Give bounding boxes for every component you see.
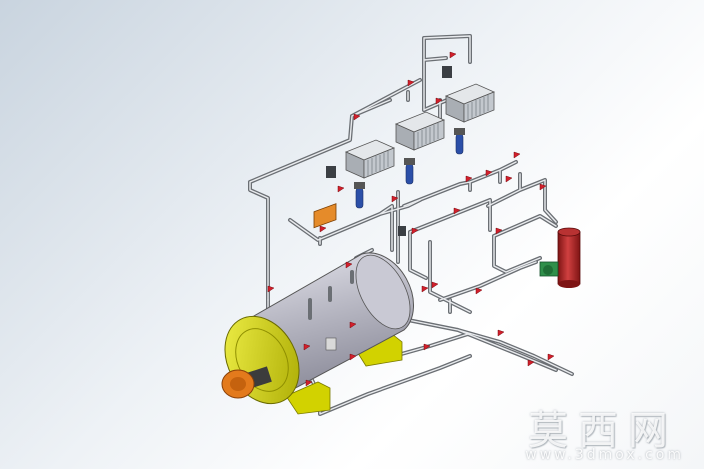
heat-exchanger-2: [394, 111, 446, 151]
burner: [221, 366, 272, 399]
expansion-tank: [557, 227, 581, 288]
small-actuators: [326, 66, 452, 236]
boiler-rear-head: [355, 254, 411, 330]
valves: [267, 51, 555, 387]
control-panel: [313, 203, 337, 229]
junction-box: [325, 337, 337, 351]
heat-exchanger-1: [344, 139, 396, 179]
filter-cartridges: [354, 128, 465, 209]
boiler-assembly: [221, 203, 415, 415]
boiler-support-legs: [285, 333, 403, 415]
heat-exchanger-3: [444, 83, 496, 123]
watermark-brand: 莫西网: [528, 408, 678, 454]
circulation-pump: [539, 261, 559, 277]
watermark-url: www.3dmox.com: [525, 447, 684, 463]
